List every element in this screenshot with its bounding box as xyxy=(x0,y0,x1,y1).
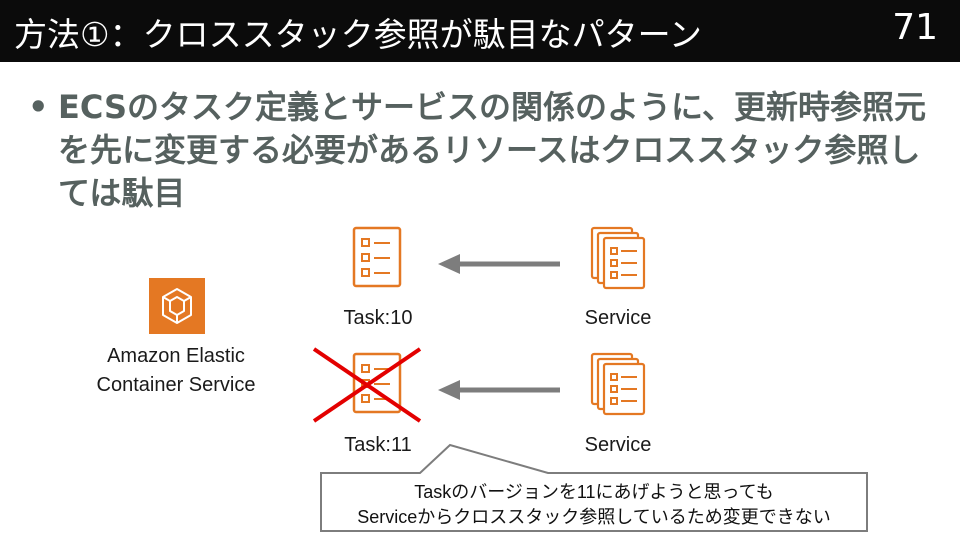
callout-line-2: Serviceからクロススタック参照しているため変更できない xyxy=(357,507,831,527)
service-2-label: Service xyxy=(584,434,652,456)
bullet-marker: • xyxy=(28,88,49,126)
reference-arrow-2 xyxy=(436,378,564,402)
task-1-label: Task:10 xyxy=(343,307,413,329)
task-definition-icon-2 xyxy=(350,352,406,416)
service-1-label: Service xyxy=(584,307,652,329)
ecs-icon xyxy=(149,278,205,334)
service-icon-2 xyxy=(588,352,652,418)
task-2-label: Task:11 xyxy=(344,434,412,456)
task-definition-icon-1 xyxy=(350,226,406,290)
slide-header: 方法①：クロススタック参照が駄目なパターン 71 xyxy=(0,0,960,62)
page-number: 71 xyxy=(892,7,938,48)
bullet-text: ECSのタスク定義とサービスの関係のように、更新時参照元を先に変更する必要がある… xyxy=(58,88,927,212)
ecs-label: Amazon Elastic Container Service xyxy=(96,345,256,396)
cross-mark-icon xyxy=(310,345,426,425)
reference-arrow-1 xyxy=(436,252,564,276)
callout-text: Taskのバージョンを11にあげようと思っても Serviceからクロススタック… xyxy=(321,480,867,530)
slide-title: 方法①：クロススタック参照が駄目なパターン xyxy=(14,15,702,54)
callout-line-1: Taskのバージョンを11にあげようと思っても xyxy=(414,482,774,502)
service-icon-1 xyxy=(588,226,652,292)
